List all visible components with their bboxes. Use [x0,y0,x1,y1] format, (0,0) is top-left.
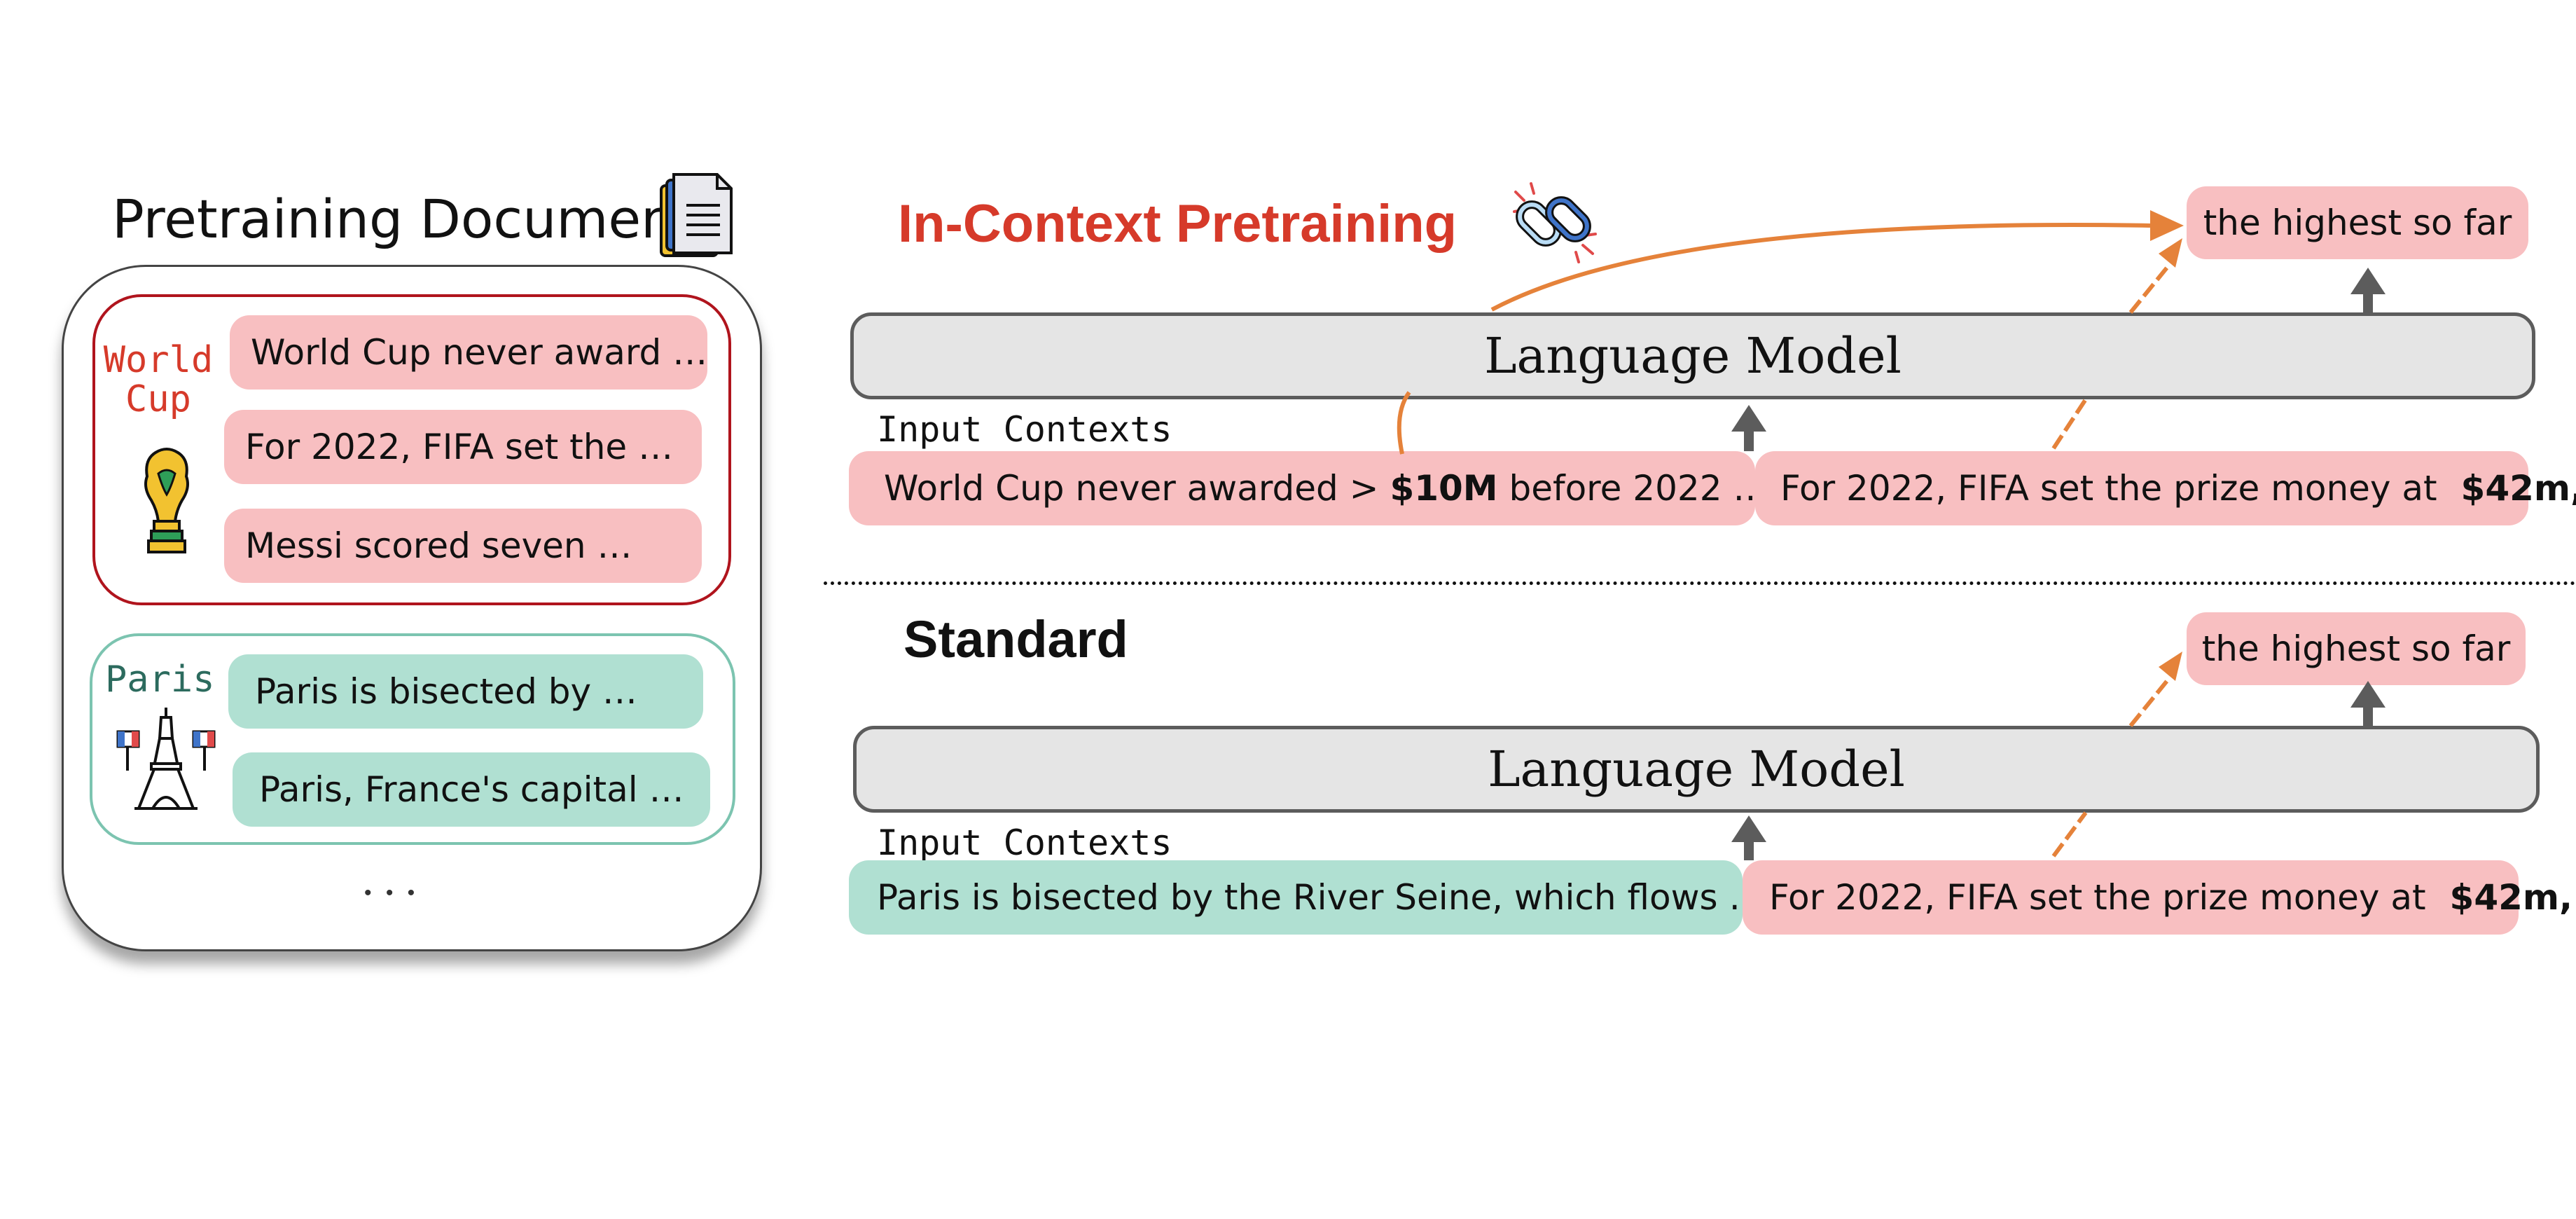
standard-context-2: For 2022, FIFA set the prize money at $4… [1743,860,2572,935]
standard-output-arrow-shaft [2363,705,2373,727]
standard-input-contexts-label: Input Contexts [877,822,1172,863]
world-cup-label: World Cup [103,339,214,420]
incontext-context-1: World Cup never awarded > $10M before 20… [849,451,1768,525]
doc-paris-1: Paris is bisected by … [228,654,703,729]
incontext-output-arrowhead [2350,268,2385,294]
standard-dashed-arrow-lower [2051,811,2088,858]
incontext-long-arrow [1397,391,1411,455]
eiffel-tower-icon [116,708,216,810]
incontext-language-model: Language Model [850,312,2535,399]
incontext-input-contexts-label: Input Contexts [877,409,1172,450]
doc-paris-2: Paris, France's capital … [233,752,710,827]
pretraining-documents-title: Pretraining Documents [112,188,723,250]
standard-language-model: Language Model [853,726,2540,813]
section-divider [824,581,2576,585]
doc-world-cup-1: World Cup never award … [230,315,707,390]
standard-output: the highest so far [2187,612,2526,685]
incontext-context-1-pre: World Cup never awarded > [884,468,1390,509]
incontext-context-1-post: before 2022 … [1497,468,1768,509]
paris-label: Paris [105,659,215,701]
document-stack-icon [660,173,733,257]
standard-input-arrow-shaft [1744,839,1754,860]
standard-context-1: Paris is bisected by the River Seine, wh… [849,860,1764,935]
in-context-pretraining-title: In-Context Pretraining [898,194,1457,254]
standard-context-2-pre: For 2022, FIFA set the prize money at [1769,877,2437,918]
incontext-dashed-arrowhead [2159,238,2182,268]
incontext-context-1-bold: $10M [1390,468,1498,509]
paris-group [90,633,735,845]
incontext-input-arrow-shaft [1744,429,1754,451]
world-cup-group [92,294,731,605]
standard-dashed-arrowhead [2159,652,2182,681]
standard-input-arrowhead [1731,815,1766,842]
incontext-dashed-arrow-upper [2128,266,2169,314]
doc-world-cup-2: For 2022, FIFA set the … [224,410,702,484]
incontext-dashed-arrow-lower [2051,398,2088,450]
incontext-output-arrow-shaft [2363,291,2373,314]
incontext-context-2-pre: For 2022, FIFA set the prize money at [1780,468,2449,509]
standard-dashed-arrow-upper [2128,680,2169,727]
more-documents-ellipsis: • • • [364,881,420,904]
standard-context-2-bold: $42m, [2449,877,2573,918]
standard-title: Standard [903,610,1128,668]
trophy-icon [144,448,189,553]
incontext-long-arrowhead [2150,210,2184,241]
link-icon [1513,182,1597,263]
incontext-output: the highest so far [2187,186,2528,259]
incontext-context-2-bold: $42m, [2460,468,2576,509]
doc-world-cup-3: Messi scored seven … [224,509,702,583]
incontext-context-2: For 2022, FIFA set the prize money at $4… [1755,451,2576,525]
incontext-input-arrowhead [1731,405,1766,432]
